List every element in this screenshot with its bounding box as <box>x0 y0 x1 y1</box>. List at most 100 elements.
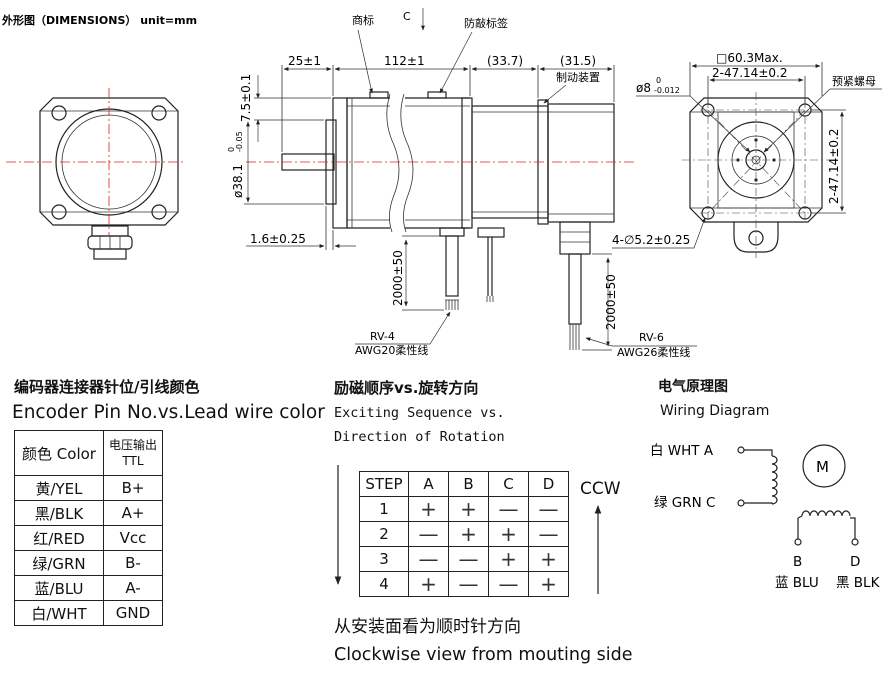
dim-25: 25±1 <box>288 54 321 68</box>
step-number: 4 <box>359 570 409 597</box>
encoder-subtitle: Encoder Pin No.vs.Lead wire color <box>12 402 325 423</box>
phase-state: — <box>528 520 569 547</box>
dim-60-3: □60.3Max. <box>716 51 783 65</box>
motor-symbol <box>802 444 846 488</box>
ccw-label: CCW <box>580 479 621 499</box>
b-letter: B <box>793 554 802 570</box>
side-view: 商标 防敲标签 C 制动装置 25±1 112±1 (33.7) (31.5) … <box>227 8 697 359</box>
table-row: 白/WHT GND <box>14 600 163 626</box>
color-header: 颜色 Color <box>14 430 104 476</box>
phase-state: + <box>408 570 449 597</box>
cable-rv6: RV-6 <box>639 331 664 344</box>
dim-38-1: ø38.1 <box>231 164 245 198</box>
step-header: STEP <box>359 471 409 497</box>
ttl-header-line1: 电压输出 <box>108 438 157 452</box>
phase-state: + <box>488 545 529 572</box>
ttl-header-line2: TTL <box>122 454 144 468</box>
table-header-row: STEP A B C D <box>359 471 569 497</box>
wire-color: 白/WHT <box>14 600 104 626</box>
phase-header: C <box>488 471 529 497</box>
view-c-label: C <box>403 10 411 23</box>
table-row: 黑/BLK A+ <box>14 500 163 526</box>
exciting-subtitle-line2: Direction of Rotation <box>334 429 505 445</box>
ttl-header: 电压输出 TTL <box>103 430 163 476</box>
wire-signal: GND <box>103 600 163 626</box>
phase-state: + <box>448 520 489 547</box>
sequence-arrows <box>334 465 602 594</box>
drawing-heading: 外形图（DIMENSIONS） unit=mm <box>1 13 197 27</box>
phase-state: — <box>488 570 529 597</box>
wire-color: 绿/GRN <box>14 550 104 576</box>
table-row: 4 + — — + <box>359 570 569 597</box>
table-row: 2 — + + — <box>359 520 569 547</box>
phase-state: — <box>448 545 489 572</box>
phase-header: A <box>408 471 449 497</box>
dim-38-1-tol-dn: -0.05 <box>235 131 244 152</box>
step-number: 2 <box>359 520 409 547</box>
table-row: 红/RED Vcc <box>14 525 163 551</box>
dim-shaft-tol-dn: -0.012 <box>654 86 680 95</box>
wire-signal: A+ <box>103 500 163 526</box>
preload-nut-label: 预紧螺母 <box>832 75 876 88</box>
step-number: 3 <box>359 545 409 572</box>
wiring-title: 电气原理图 <box>658 379 728 395</box>
dim-38-1-tol-up: 0 <box>227 147 236 152</box>
trademark-label: 商标 <box>352 13 374 27</box>
table-row: 3 — — + + <box>359 545 569 572</box>
table-row: 1 + + — — <box>359 495 569 522</box>
wire-signal: B+ <box>103 475 163 501</box>
dim-2000-b: 2000±50 <box>604 274 618 330</box>
phase-header: B <box>448 471 489 497</box>
phase-state: + <box>448 495 489 522</box>
wire-signal: Vcc <box>103 525 163 551</box>
encoder-title: 编码器连接器针位/引线颜色 <box>14 378 200 396</box>
step-number: 1 <box>359 495 409 522</box>
dim-shaft-tol-up: 0 <box>656 76 661 85</box>
brake-label: 制动装置 <box>556 71 600 84</box>
phase-state: + <box>488 520 529 547</box>
grn-label: 绿 GRN C <box>654 495 715 511</box>
wht-label: 白 WHT A <box>650 443 714 459</box>
wire-signal: A- <box>103 575 163 601</box>
table-row: 蓝/BLU A- <box>14 575 163 601</box>
phase-state: — <box>408 545 449 572</box>
phase-state: + <box>528 570 569 597</box>
table-header-row: 颜色 Color 电压输出 TTL <box>14 430 163 476</box>
wire-color: 红/RED <box>14 525 104 551</box>
phase-state: — <box>408 520 449 547</box>
step-table: STEP A B C D 1 + + — — 2 — + + — 3 — — +… <box>359 471 569 597</box>
phase-state: — <box>448 570 489 597</box>
encoder-table: 颜色 Color 电压输出 TTL 黄/YEL B+ 黑/BLK A+ 红/RE… <box>14 430 163 626</box>
cable-awg20: AWG20柔性线 <box>355 343 428 357</box>
blu-label: 蓝 BLU <box>775 575 819 591</box>
dim-shaft-8: ø8 <box>636 81 651 95</box>
cable-awg26: AWG26柔性线 <box>617 345 690 359</box>
front-view <box>6 88 186 260</box>
phase-state: — <box>528 495 569 522</box>
dim-112: 112±1 <box>384 54 425 68</box>
motor-letter: M <box>816 458 829 476</box>
dim-1-6: 1.6±0.25 <box>250 232 306 246</box>
rotation-note-en: Clockwise view from mouting side <box>334 645 633 665</box>
phase-state: + <box>408 495 449 522</box>
rotation-note-cn: 从安装面看为顺时针方向 <box>334 617 521 637</box>
dim-holes: 4-∅5.2±0.25 <box>612 233 690 247</box>
dim-31-5: (31.5) <box>560 54 596 68</box>
tamper-label: 防敲标签 <box>464 16 508 30</box>
dim-33-7: (33.7) <box>487 54 523 68</box>
wire-color: 黑/BLK <box>14 500 104 526</box>
phase-state: — <box>488 495 529 522</box>
cable-rv4: RV-4 <box>370 330 395 343</box>
phase-state: + <box>528 545 569 572</box>
dim-2000-a: 2000±50 <box>391 250 405 306</box>
dim-7-5: 7.5±0.1 <box>239 74 253 122</box>
d-letter: D <box>850 554 860 570</box>
blk-label: 黑 BLK <box>836 575 881 591</box>
dim-47-14-h: 2-47.14±0.2 <box>712 66 787 80</box>
table-row: 黄/YEL B+ <box>14 475 163 501</box>
exciting-subtitle-line1: Exciting Sequence vs. <box>334 405 505 421</box>
wire-signal: B- <box>103 550 163 576</box>
rear-view: □60.3Max. 2-47.14±0.2 2-47.14±0.2 ø8 0 -… <box>612 51 882 258</box>
exciting-title: 励磁顺序vs.旋转方向 <box>334 379 479 397</box>
